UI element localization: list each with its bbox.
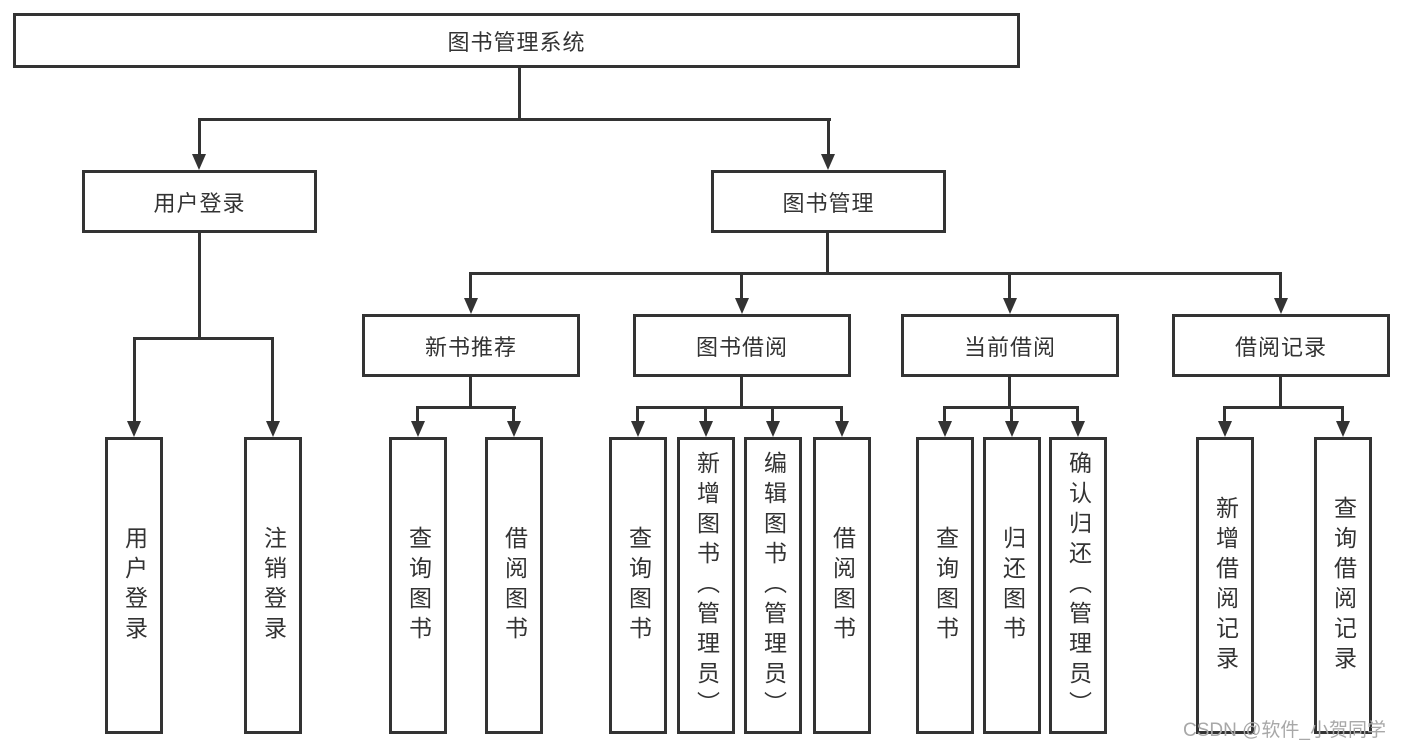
connector-book-mgmt-rail	[469, 272, 1282, 275]
node-user-login: 用户登录	[82, 170, 317, 233]
leaf-nb-query-books-label: 查询图书	[405, 525, 432, 646]
leaf-bb-borrow-books-label: 借阅图书	[829, 525, 856, 646]
connector-drop-bb-add	[704, 406, 707, 422]
connector-drop-bb-edit	[771, 406, 774, 422]
node-borrow-records: 借阅记录	[1172, 314, 1390, 377]
connector-drop-current-borrow	[1008, 272, 1011, 299]
connector-drop-nb-query	[416, 406, 419, 422]
arrowhead-cb-query	[938, 421, 952, 437]
node-current-borrow-label: 当前借阅	[963, 334, 1056, 360]
leaf-cb-query-books: 查询图书	[916, 437, 974, 734]
connector-user-login-rail	[133, 337, 274, 340]
leaf-logout-label: 注销登录	[260, 525, 287, 646]
arrowhead-bb-add	[699, 421, 713, 437]
arrowhead-user-login	[192, 154, 206, 170]
arrowhead-book-borrow	[735, 298, 749, 314]
node-book-borrow-label: 图书借阅	[695, 334, 788, 360]
connector-drop-br-query	[1341, 406, 1344, 422]
watermark-text: CSDN @软件_小贺同学	[1183, 720, 1386, 741]
connector-drop-br-add	[1223, 406, 1226, 422]
leaf-bb-add-books-admin-label: 新增图书（管理员）	[693, 450, 720, 721]
node-new-books-label: 新书推荐	[424, 334, 517, 360]
leaf-user-login: 用户登录	[105, 437, 163, 734]
leaf-bb-edit-books-admin-label: 编辑图书（管理员）	[760, 450, 787, 721]
node-new-books: 新书推荐	[362, 314, 580, 377]
leaf-bb-query-books-label: 查询图书	[625, 525, 652, 646]
connector-root-rail	[198, 118, 831, 121]
arrowhead-br-query	[1336, 421, 1350, 437]
node-borrow-records-label: 借阅记录	[1234, 334, 1327, 360]
connector-drop-bb-borrow	[840, 406, 843, 422]
leaf-nb-borrow-books-label: 借阅图书	[501, 525, 528, 646]
connector-root-stem	[518, 68, 521, 118]
leaf-br-query-record-label: 查询借阅记录	[1330, 495, 1357, 676]
leaf-cb-confirm-return-admin-label: 确认归还（管理员）	[1065, 450, 1092, 721]
node-root-label: 图书管理系统	[447, 29, 586, 55]
leaf-bb-add-books-admin: 新增图书（管理员）	[677, 437, 735, 734]
arrowhead-bb-edit	[766, 421, 780, 437]
connector-drop-logout	[271, 337, 274, 422]
node-current-borrow: 当前借阅	[901, 314, 1119, 377]
leaf-bb-query-books: 查询图书	[609, 437, 667, 734]
leaf-cb-return-books-label: 归还图书	[999, 525, 1026, 646]
leaf-nb-query-books: 查询图书	[389, 437, 447, 734]
leaf-br-add-record: 新增借阅记录	[1196, 437, 1254, 734]
connector-drop-bb-query	[636, 406, 639, 422]
leaf-bb-borrow-books: 借阅图书	[813, 437, 871, 734]
node-book-borrow: 图书借阅	[633, 314, 851, 377]
arrowhead-bb-borrow	[835, 421, 849, 437]
arrowhead-login	[127, 421, 141, 437]
connector-book-borrow-rail	[636, 406, 843, 409]
arrowhead-book-mgmt	[821, 154, 835, 170]
connector-drop-cb-query	[943, 406, 946, 422]
connector-drop-cb-return	[1010, 406, 1013, 422]
node-book-mgmt-label: 图书管理	[782, 190, 875, 216]
connector-drop-user-login	[198, 118, 201, 155]
arrowhead-bb-query	[631, 421, 645, 437]
leaf-br-add-record-label: 新增借阅记录	[1212, 495, 1239, 676]
arrowhead-new-books	[464, 298, 478, 314]
connector-drop-new-books	[469, 272, 472, 299]
arrowhead-cb-return	[1005, 421, 1019, 437]
connector-new-books-rail	[416, 406, 516, 409]
connector-current-borrow-stem	[1008, 377, 1011, 406]
arrowhead-borrow-records	[1274, 298, 1288, 314]
connector-drop-borrow-records	[1279, 272, 1282, 299]
connector-borrow-records-rail	[1223, 406, 1344, 409]
arrowhead-cb-confirm	[1071, 421, 1085, 437]
node-user-login-label: 用户登录	[153, 190, 246, 216]
leaf-cb-confirm-return-admin: 确认归还（管理员）	[1049, 437, 1107, 734]
arrowhead-logout	[266, 421, 280, 437]
connector-drop-cb-confirm	[1076, 406, 1079, 422]
connector-drop-nb-borrow	[512, 406, 515, 422]
arrowhead-nb-query	[411, 421, 425, 437]
leaf-bb-edit-books-admin: 编辑图书（管理员）	[744, 437, 802, 734]
connector-borrow-records-stem	[1279, 377, 1282, 406]
arrowhead-br-add	[1218, 421, 1232, 437]
connector-book-borrow-stem	[740, 377, 743, 406]
arrowhead-nb-borrow	[507, 421, 521, 437]
connector-drop-login	[133, 337, 136, 422]
leaf-cb-return-books: 归还图书	[983, 437, 1041, 734]
leaf-logout: 注销登录	[244, 437, 302, 734]
leaf-cb-query-books-label: 查询图书	[932, 525, 959, 646]
connector-book-mgmt-stem	[826, 233, 829, 272]
connector-drop-book-mgmt	[827, 118, 830, 155]
arrowhead-current-borrow	[1003, 298, 1017, 314]
leaf-br-query-record: 查询借阅记录	[1314, 437, 1372, 734]
node-book-mgmt: 图书管理	[711, 170, 946, 233]
connector-drop-book-borrow	[740, 272, 743, 299]
connector-new-books-stem	[469, 377, 472, 406]
connector-user-login-stem	[198, 233, 201, 337]
leaf-nb-borrow-books: 借阅图书	[485, 437, 543, 734]
leaf-user-login-label: 用户登录	[121, 525, 148, 646]
node-root: 图书管理系统	[13, 13, 1020, 68]
